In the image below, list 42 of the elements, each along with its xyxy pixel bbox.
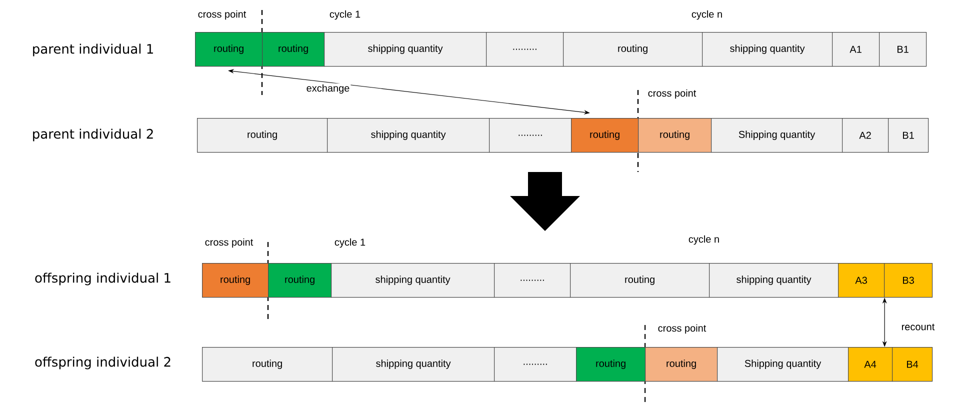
gene-cell: routing [195,32,263,67]
gene-cell: Shipping quantity [717,347,849,382]
gene-cell: B4 [892,347,933,382]
row-label: parent individual 2 [33,128,153,142]
gene-cell: shipping quantity [327,118,490,153]
gene-cell: ......... [494,347,577,382]
gene-cell: B3 [884,263,933,298]
marker-label: cycle n [692,10,722,20]
gene-cell: routing [576,347,646,382]
gene-cell: routing [202,347,333,382]
edge-label: exchange [305,83,351,95]
gene-cell: routing [638,118,712,153]
gene-cell: routing [268,263,332,298]
gene-cell: routing [563,32,703,67]
gene-cell: ......... [494,263,571,298]
edge-label: recount [900,322,936,332]
marker-label: cross point [658,324,706,334]
marker-label: cycle 1 [334,238,366,248]
gene-cell: shipping quantity [709,263,839,298]
marker-label: cycle 1 [330,10,360,20]
marker-label: cross point [205,238,254,248]
marker-label: cycle n [688,235,719,245]
gene-cell: routing [262,32,325,67]
gene-cell: routing [645,347,718,382]
gene-cell: B1 [879,32,927,67]
gene-cell: shipping quantity [332,347,495,382]
gene-cell: ......... [489,118,572,153]
gene-cell: routing [570,263,710,298]
marker-label: cross point [648,89,696,99]
gene-cell: A3 [838,263,885,298]
gene-cell: A4 [848,347,893,382]
gene-cell: B1 [888,118,929,153]
gene-cell: routing [197,118,328,153]
row-label: parent individual 1 [33,44,153,56]
gene-cell: routing [202,263,269,298]
gene-cell: A1 [832,32,880,67]
gene-cell: routing [571,118,639,153]
row-label: offspring individual 1 [35,272,170,286]
marker-label: cross point [198,10,246,20]
gene-cell: ......... [486,32,564,67]
row-label: offspring individual 2 [35,356,170,370]
gene-cell: A2 [842,118,889,153]
